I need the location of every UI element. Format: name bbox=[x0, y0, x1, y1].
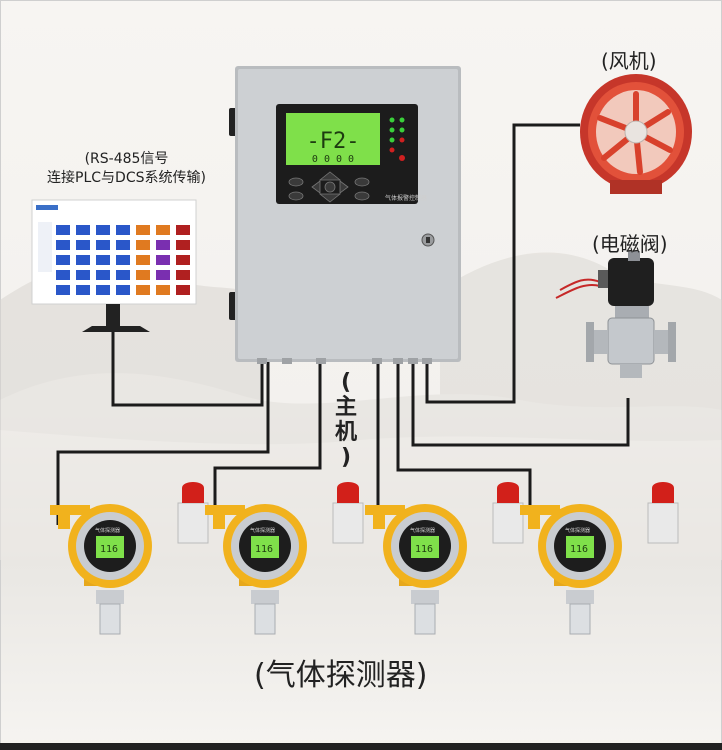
gas-detector-1 bbox=[50, 482, 209, 635]
detector-reading: 116 bbox=[255, 544, 273, 555]
valve-label: (电磁阀) bbox=[592, 232, 668, 256]
gas-detector-4 bbox=[520, 482, 679, 635]
solenoid-valve bbox=[555, 251, 676, 378]
controller-bottom-glands bbox=[257, 358, 432, 364]
monitor bbox=[31, 199, 197, 332]
host-label: ( 主 机 ) bbox=[326, 370, 366, 470]
fan-label: (风机) bbox=[601, 49, 657, 73]
controller-keypad bbox=[288, 171, 370, 203]
gas-detector-3 bbox=[365, 482, 524, 635]
detector-header: 气体探测器 bbox=[95, 527, 120, 534]
monitor-tiles bbox=[56, 225, 190, 295]
rs485-label-line1: (RS-485信号 bbox=[84, 151, 169, 167]
detector-reading: 116 bbox=[415, 544, 433, 555]
cable-monitor bbox=[111, 332, 264, 407]
cable-valve bbox=[411, 360, 630, 447]
controller-display-text: -F2- bbox=[307, 129, 360, 154]
detector-header: 气体探测器 bbox=[250, 527, 275, 534]
host-label-char: 机 bbox=[334, 420, 357, 445]
controller-cabinet: -F2- 0 0 0 0 气体报警控制器 bbox=[229, 66, 461, 364]
rs485-label-line2: 连接PLC与DCS系统传输) bbox=[47, 170, 206, 186]
detector-header: 气体探测器 bbox=[565, 527, 590, 534]
fan bbox=[580, 74, 692, 194]
bottom-border bbox=[0, 743, 722, 750]
detector-header: 气体探测器 bbox=[410, 527, 435, 534]
cable-detector-1 bbox=[56, 360, 270, 525]
detectors-label: (气体探测器) bbox=[254, 658, 428, 693]
host-label-char: 主 bbox=[334, 395, 357, 420]
cable-fan bbox=[425, 123, 580, 404]
wiring bbox=[56, 123, 630, 525]
host-label-char: ) bbox=[340, 445, 352, 470]
cable-detector-2 bbox=[213, 360, 322, 520]
rs485-label: (RS-485信号 连接PLC与DCS系统传输) bbox=[24, 150, 229, 188]
host-label-char: ( bbox=[340, 370, 352, 395]
detector-reading: 116 bbox=[570, 544, 588, 555]
controller-nameplate: 气体报警控制器 bbox=[385, 194, 427, 202]
gas-detector-2 bbox=[205, 482, 364, 635]
cable-detector-4 bbox=[396, 360, 532, 520]
detector-reading: 116 bbox=[100, 544, 118, 555]
controller-display-sub: 0 0 0 0 bbox=[312, 154, 354, 165]
